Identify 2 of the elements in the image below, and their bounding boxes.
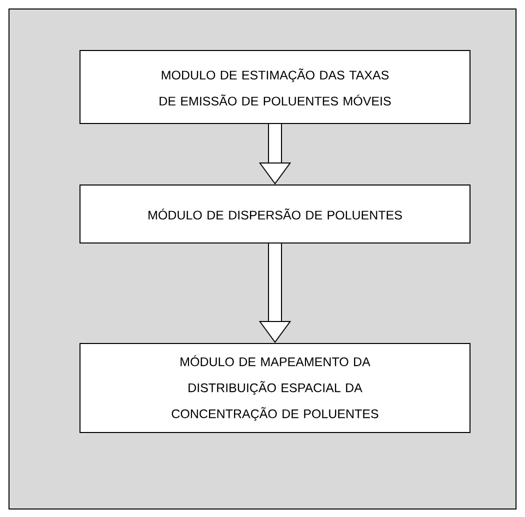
module-box: MODULO DE ESTIMAÇÃO DAS TAXAS DE EMISSÃO DE POLUENTES MÓVEIS [80,50,470,124]
module-box: MÓDULO DE MAPEAMENTO DA DISTRIBUIÇÃO ESPACIAL DA CONCENTRAÇÃO DE POLUENTES [80,343,470,433]
